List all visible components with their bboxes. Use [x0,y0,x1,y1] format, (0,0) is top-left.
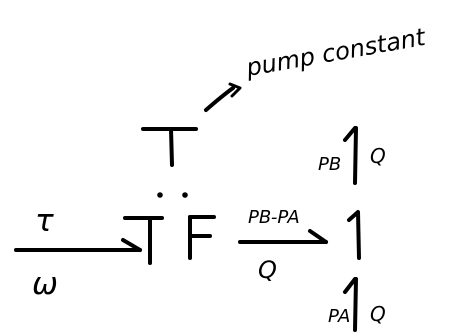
top-t-label: T [141,127,198,167]
t-dot-right [182,192,188,198]
pump-constant-text: pump constant [243,23,429,82]
output-bond-half-arrow [308,229,328,244]
annotation-leader-line [204,86,235,112]
bottom-bond-half-arrow [343,277,357,294]
top-flow-label: Q [370,144,386,168]
one-junction: 1 [347,210,361,260]
top-bond-line [353,126,358,185]
junction-one-stroke [347,210,361,260]
bottom-vertical-bond: PA Q [328,277,386,332]
input-flow-label: ω [32,266,58,302]
t-dot-left [157,192,163,198]
top-vertical-bond: PB Q [318,126,386,185]
tf-element: T F [123,192,216,265]
bottom-effort-label: PA [328,306,350,327]
pump-constant-annotation: pump constant [204,23,429,112]
input-bond-half-arrow [121,238,142,252]
output-effort-label: PB-PA [248,207,300,228]
output-bond: PB-PA Q [238,207,328,284]
bottom-flow-label: Q [370,302,386,326]
input-effort-label: τ [35,203,54,239]
annotation-arrowhead [228,82,242,98]
output-flow-label: Q [258,256,277,284]
top-effort-label: PB [318,154,341,175]
top-bond-half-arrow [343,126,357,142]
input-bond: τ ω [14,203,142,302]
bottom-bond-line [353,277,358,332]
